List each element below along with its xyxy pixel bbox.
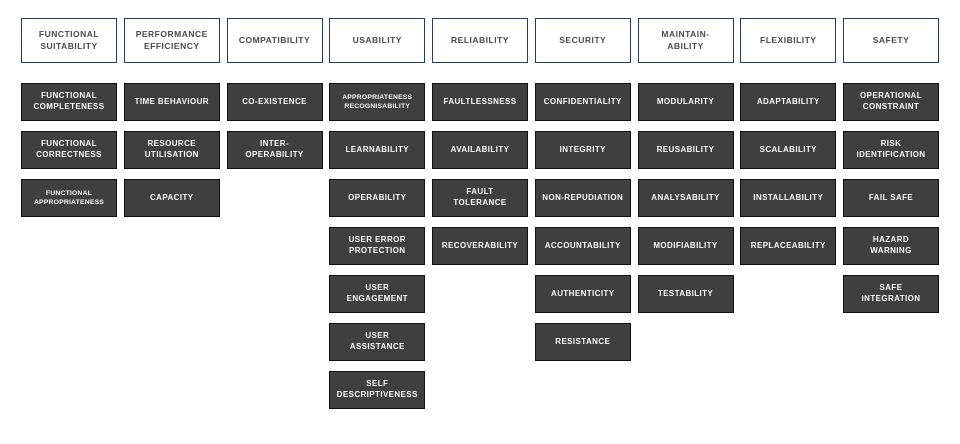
box-co-existence: CO-EXISTENCE — [226, 83, 323, 121]
box-replaceability: REPLACEABILITY — [740, 227, 837, 265]
box-operational-constraint: OPERATIONAL CONSTRAINT — [843, 83, 939, 121]
box-modifiability: MODIFIABILITY — [637, 227, 734, 265]
header-functional-suitability: FUNCTIONAL SUITABILITY — [21, 18, 117, 63]
box-installability: INSTALLABILITY — [740, 179, 837, 217]
header-performance-efficiency: PERFORMANCE EFFICIENCY — [123, 18, 220, 63]
column-performance-efficiency: PERFORMANCE EFFICIENCY TIME BEHAVIOUR RE… — [123, 18, 220, 409]
header-compatibility: COMPATIBILITY — [226, 18, 323, 63]
box-user-engagement: USER ENGAGEMENT — [329, 275, 426, 313]
box-risk-identification: RISK IDENTIFICATION — [843, 131, 939, 169]
header-maintainability: MAINTAIN- ABILITY — [637, 18, 734, 63]
box-accountability: ACCOUNTABILITY — [534, 227, 631, 265]
box-scalability: SCALABILITY — [740, 131, 837, 169]
box-authenticity: AUTHENTICITY — [534, 275, 631, 313]
column-safety: SAFETY OPERATIONAL CONSTRAINT RISK IDENT… — [843, 18, 939, 409]
quality-characteristics-diagram: FUNCTIONAL SUITABILITY FUNCTIONAL COMPLE… — [21, 18, 939, 409]
items-reliability: FAULTLESSNESS AVAILABILITY FAULT TOLERAN… — [432, 83, 528, 265]
box-fail-safe: FAIL SAFE — [843, 179, 939, 217]
column-compatibility: COMPATIBILITY CO-EXISTENCE INTER- OPERAB… — [226, 18, 323, 409]
column-maintainability: MAINTAIN- ABILITY MODULARITY REUSABILITY… — [637, 18, 734, 409]
box-availability: AVAILABILITY — [432, 131, 528, 169]
box-testability: TESTABILITY — [637, 275, 734, 313]
box-safe-integration: SAFE INTEGRATION — [843, 275, 939, 313]
box-time-behaviour: TIME BEHAVIOUR — [123, 83, 220, 121]
column-functional-suitability: FUNCTIONAL SUITABILITY FUNCTIONAL COMPLE… — [21, 18, 117, 409]
items-safety: OPERATIONAL CONSTRAINT RISK IDENTIFICATI… — [843, 83, 939, 313]
box-resistance: RESISTANCE — [534, 323, 631, 361]
items-compatibility: CO-EXISTENCE INTER- OPERABILITY — [226, 83, 323, 169]
header-safety: SAFETY — [843, 18, 939, 63]
box-functional-appropriateness: FUNCTIONAL APPROPRIATENESS — [21, 179, 117, 217]
box-capacity: CAPACITY — [123, 179, 220, 217]
items-security: CONFIDENTIALITY INTEGRITY NON-REPUDIATIO… — [534, 83, 631, 361]
box-adaptability: ADAPTABILITY — [740, 83, 837, 121]
box-functional-completeness: FUNCTIONAL COMPLETENESS — [21, 83, 117, 121]
box-fault-tolerance: FAULT TOLERANCE — [432, 179, 528, 217]
box-resource-utilisation: RESOURCE UTILISATION — [123, 131, 220, 169]
column-reliability: RELIABILITY FAULTLESSNESS AVAILABILITY F… — [432, 18, 528, 409]
box-self-descriptiveness: SELF DESCRIPTIVENESS — [329, 371, 426, 409]
box-modularity: MODULARITY — [637, 83, 734, 121]
items-flexibility: ADAPTABILITY SCALABILITY INSTALLABILITY … — [740, 83, 837, 265]
box-interoperability: INTER- OPERABILITY — [226, 131, 323, 169]
box-confidentiality: CONFIDENTIALITY — [534, 83, 631, 121]
items-performance-efficiency: TIME BEHAVIOUR RESOURCE UTILISATION CAPA… — [123, 83, 220, 217]
box-appropriateness-recognisability: APPROPRIATENESS RECOGNISABILITY — [329, 83, 426, 121]
box-learnability: LEARNABILITY — [329, 131, 426, 169]
column-flexibility: FLEXIBILITY ADAPTABILITY SCALABILITY INS… — [740, 18, 837, 409]
column-security: SECURITY CONFIDENTIALITY INTEGRITY NON-R… — [534, 18, 631, 409]
box-faultlessness: FAULTLESSNESS — [432, 83, 528, 121]
items-maintainability: MODULARITY REUSABILITY ANALYSABILITY MOD… — [637, 83, 734, 313]
items-usability: APPROPRIATENESS RECOGNISABILITY LEARNABI… — [329, 83, 426, 409]
box-operability: OPERABILITY — [329, 179, 426, 217]
box-reusability: REUSABILITY — [637, 131, 734, 169]
box-integrity: INTEGRITY — [534, 131, 631, 169]
header-usability: USABILITY — [329, 18, 426, 63]
box-analysability: ANALYSABILITY — [637, 179, 734, 217]
box-functional-correctness: FUNCTIONAL CORRECTNESS — [21, 131, 117, 169]
box-recoverability: RECOVERABILITY — [432, 227, 528, 265]
box-user-error-protection: USER ERROR PROTECTION — [329, 227, 426, 265]
header-reliability: RELIABILITY — [432, 18, 528, 63]
box-hazard-warning: HAZARD WARNING — [843, 227, 939, 265]
header-flexibility: FLEXIBILITY — [740, 18, 837, 63]
items-functional-suitability: FUNCTIONAL COMPLETENESS FUNCTIONAL CORRE… — [21, 83, 117, 217]
box-non-repudiation: NON-REPUDIATION — [534, 179, 631, 217]
column-usability: USABILITY APPROPRIATENESS RECOGNISABILIT… — [329, 18, 426, 409]
box-user-assistance: USER ASSISTANCE — [329, 323, 426, 361]
header-security: SECURITY — [534, 18, 631, 63]
